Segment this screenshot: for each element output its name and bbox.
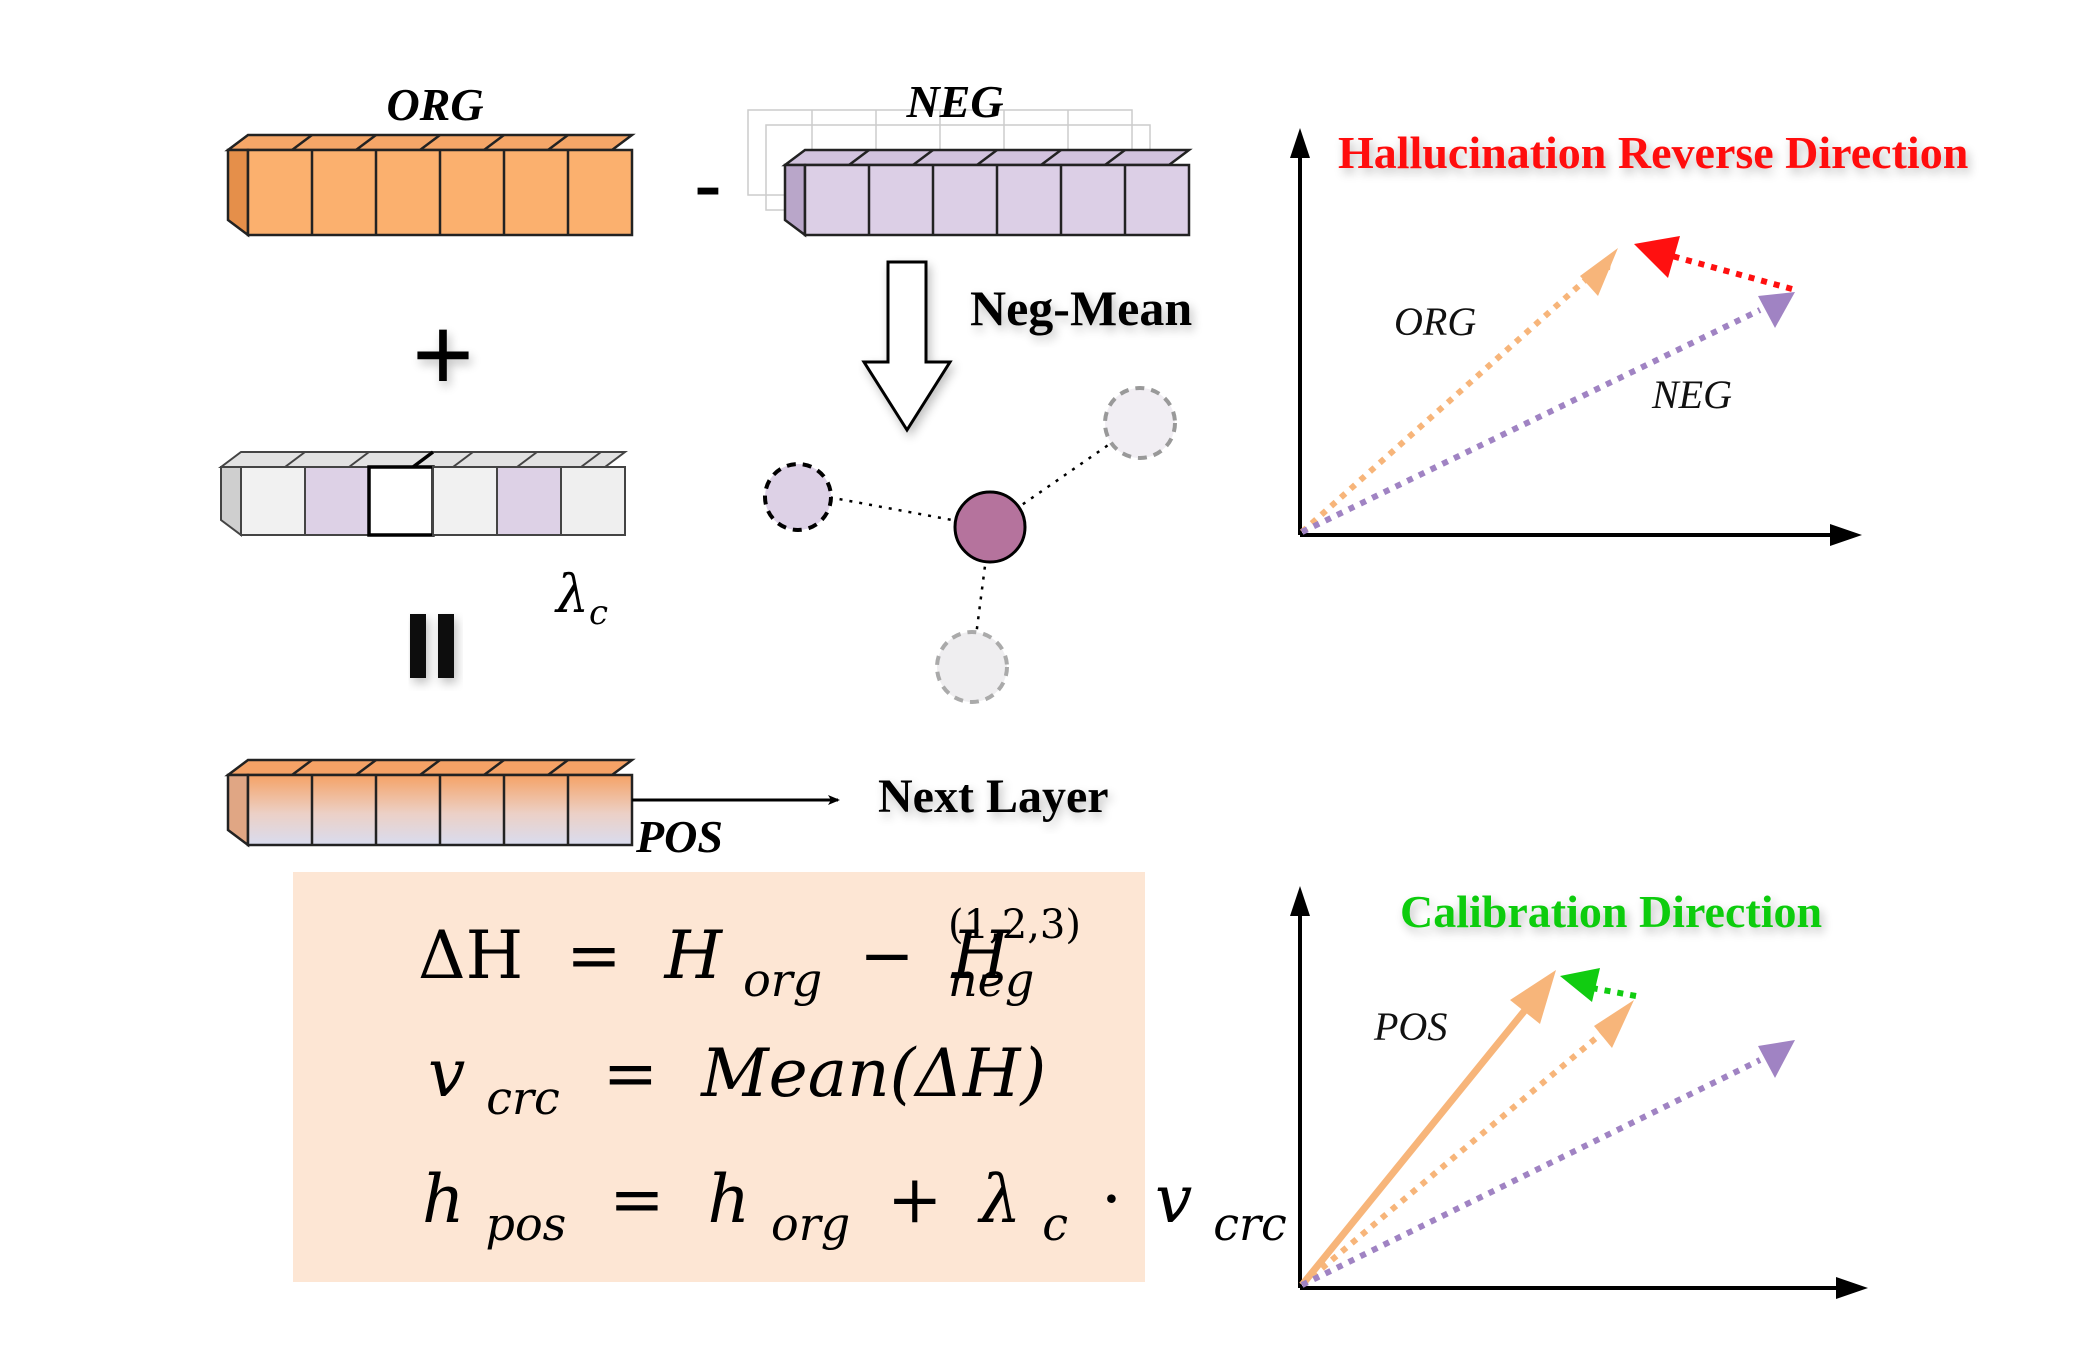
top-plot-neg-label: NEG [1651,372,1732,417]
bottom-plot-axes [1290,886,1868,1299]
top-plot-axes [1290,128,1862,546]
neg-mean-cluster [763,386,1177,704]
pos-tensor [224,758,636,848]
neg-mean-label: Neg-Mean [970,280,1192,336]
minus-sign: - [695,140,722,228]
equals-sign [410,614,454,678]
lambda-c-label: λc [554,565,608,633]
formula-line-1-superscript: (1,2,3) [948,902,1081,948]
formula-line-3: h pos = h org + λ c · v crc [422,1161,1287,1256]
formula-line-1: ΔH = H org − H [418,917,1010,1012]
plus-sign: + [412,294,475,416]
neg-label: NEG [905,76,1003,127]
formula-box [293,872,1145,1282]
org-label: ORG [386,79,483,130]
bottom-plot-title: Calibration Direction [1400,886,1822,937]
top-plot-vectors [1300,236,1795,535]
bottom-plot-vectors [1299,968,1795,1288]
lambda-vector [218,450,628,537]
neg-tensor [781,148,1193,238]
bottom-plot-pos-label: POS [1373,1004,1447,1049]
formula-line-2: v crc = Mean(ΔH) [428,1035,1046,1130]
top-plot-org-label: ORG [1394,299,1476,344]
next-layer-label: Next Layer [878,770,1109,823]
formula-line-1-subscript: neg [948,953,1034,1007]
neg-mean-down-arrow [861,260,953,433]
pos-label: POS [635,811,723,862]
org-tensor [224,133,636,238]
top-plot-title: Hallucination Reverse Direction [1338,127,1968,178]
